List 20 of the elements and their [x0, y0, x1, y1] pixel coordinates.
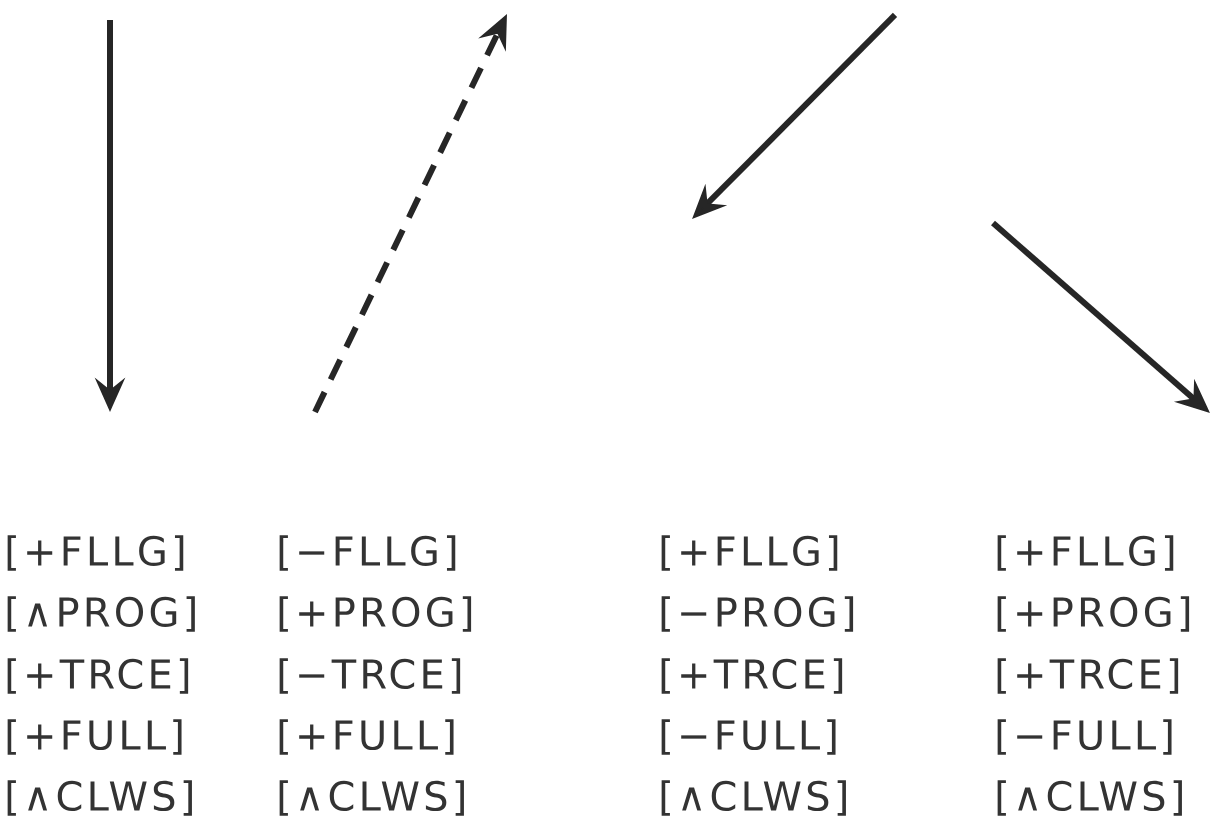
- feature-label: [∧CLWS]: [7, 780, 192, 816]
- feature-label: [−FULL]: [997, 719, 1172, 755]
- feature-label: [+FLLG]: [661, 535, 838, 571]
- feature-label: [−FULL]: [661, 719, 836, 755]
- feature-label: [+PROG]: [997, 596, 1190, 632]
- feature-label: [+FULL]: [7, 719, 182, 755]
- feature-label: [∧CLWS]: [661, 780, 846, 816]
- feature-label: [+PROG]: [279, 596, 472, 632]
- feature-label: [∧PROG]: [7, 596, 195, 632]
- feature-label: [∧CLWS]: [997, 780, 1182, 816]
- feature-label: [−TRCE]: [279, 658, 461, 694]
- feature-label: [+FLLG]: [997, 535, 1174, 571]
- feature-label: [+TRCE]: [997, 658, 1179, 694]
- feature-label: [+FLLG]: [7, 535, 184, 571]
- feature-label: [−FLLG]: [279, 535, 456, 571]
- feature-label: [+TRCE]: [661, 658, 843, 694]
- feature-label: [+TRCE]: [7, 658, 189, 694]
- feature-label: [−PROG]: [661, 596, 854, 632]
- feature-label: [∧CLWS]: [279, 780, 464, 816]
- feature-label: [+FULL]: [279, 719, 454, 755]
